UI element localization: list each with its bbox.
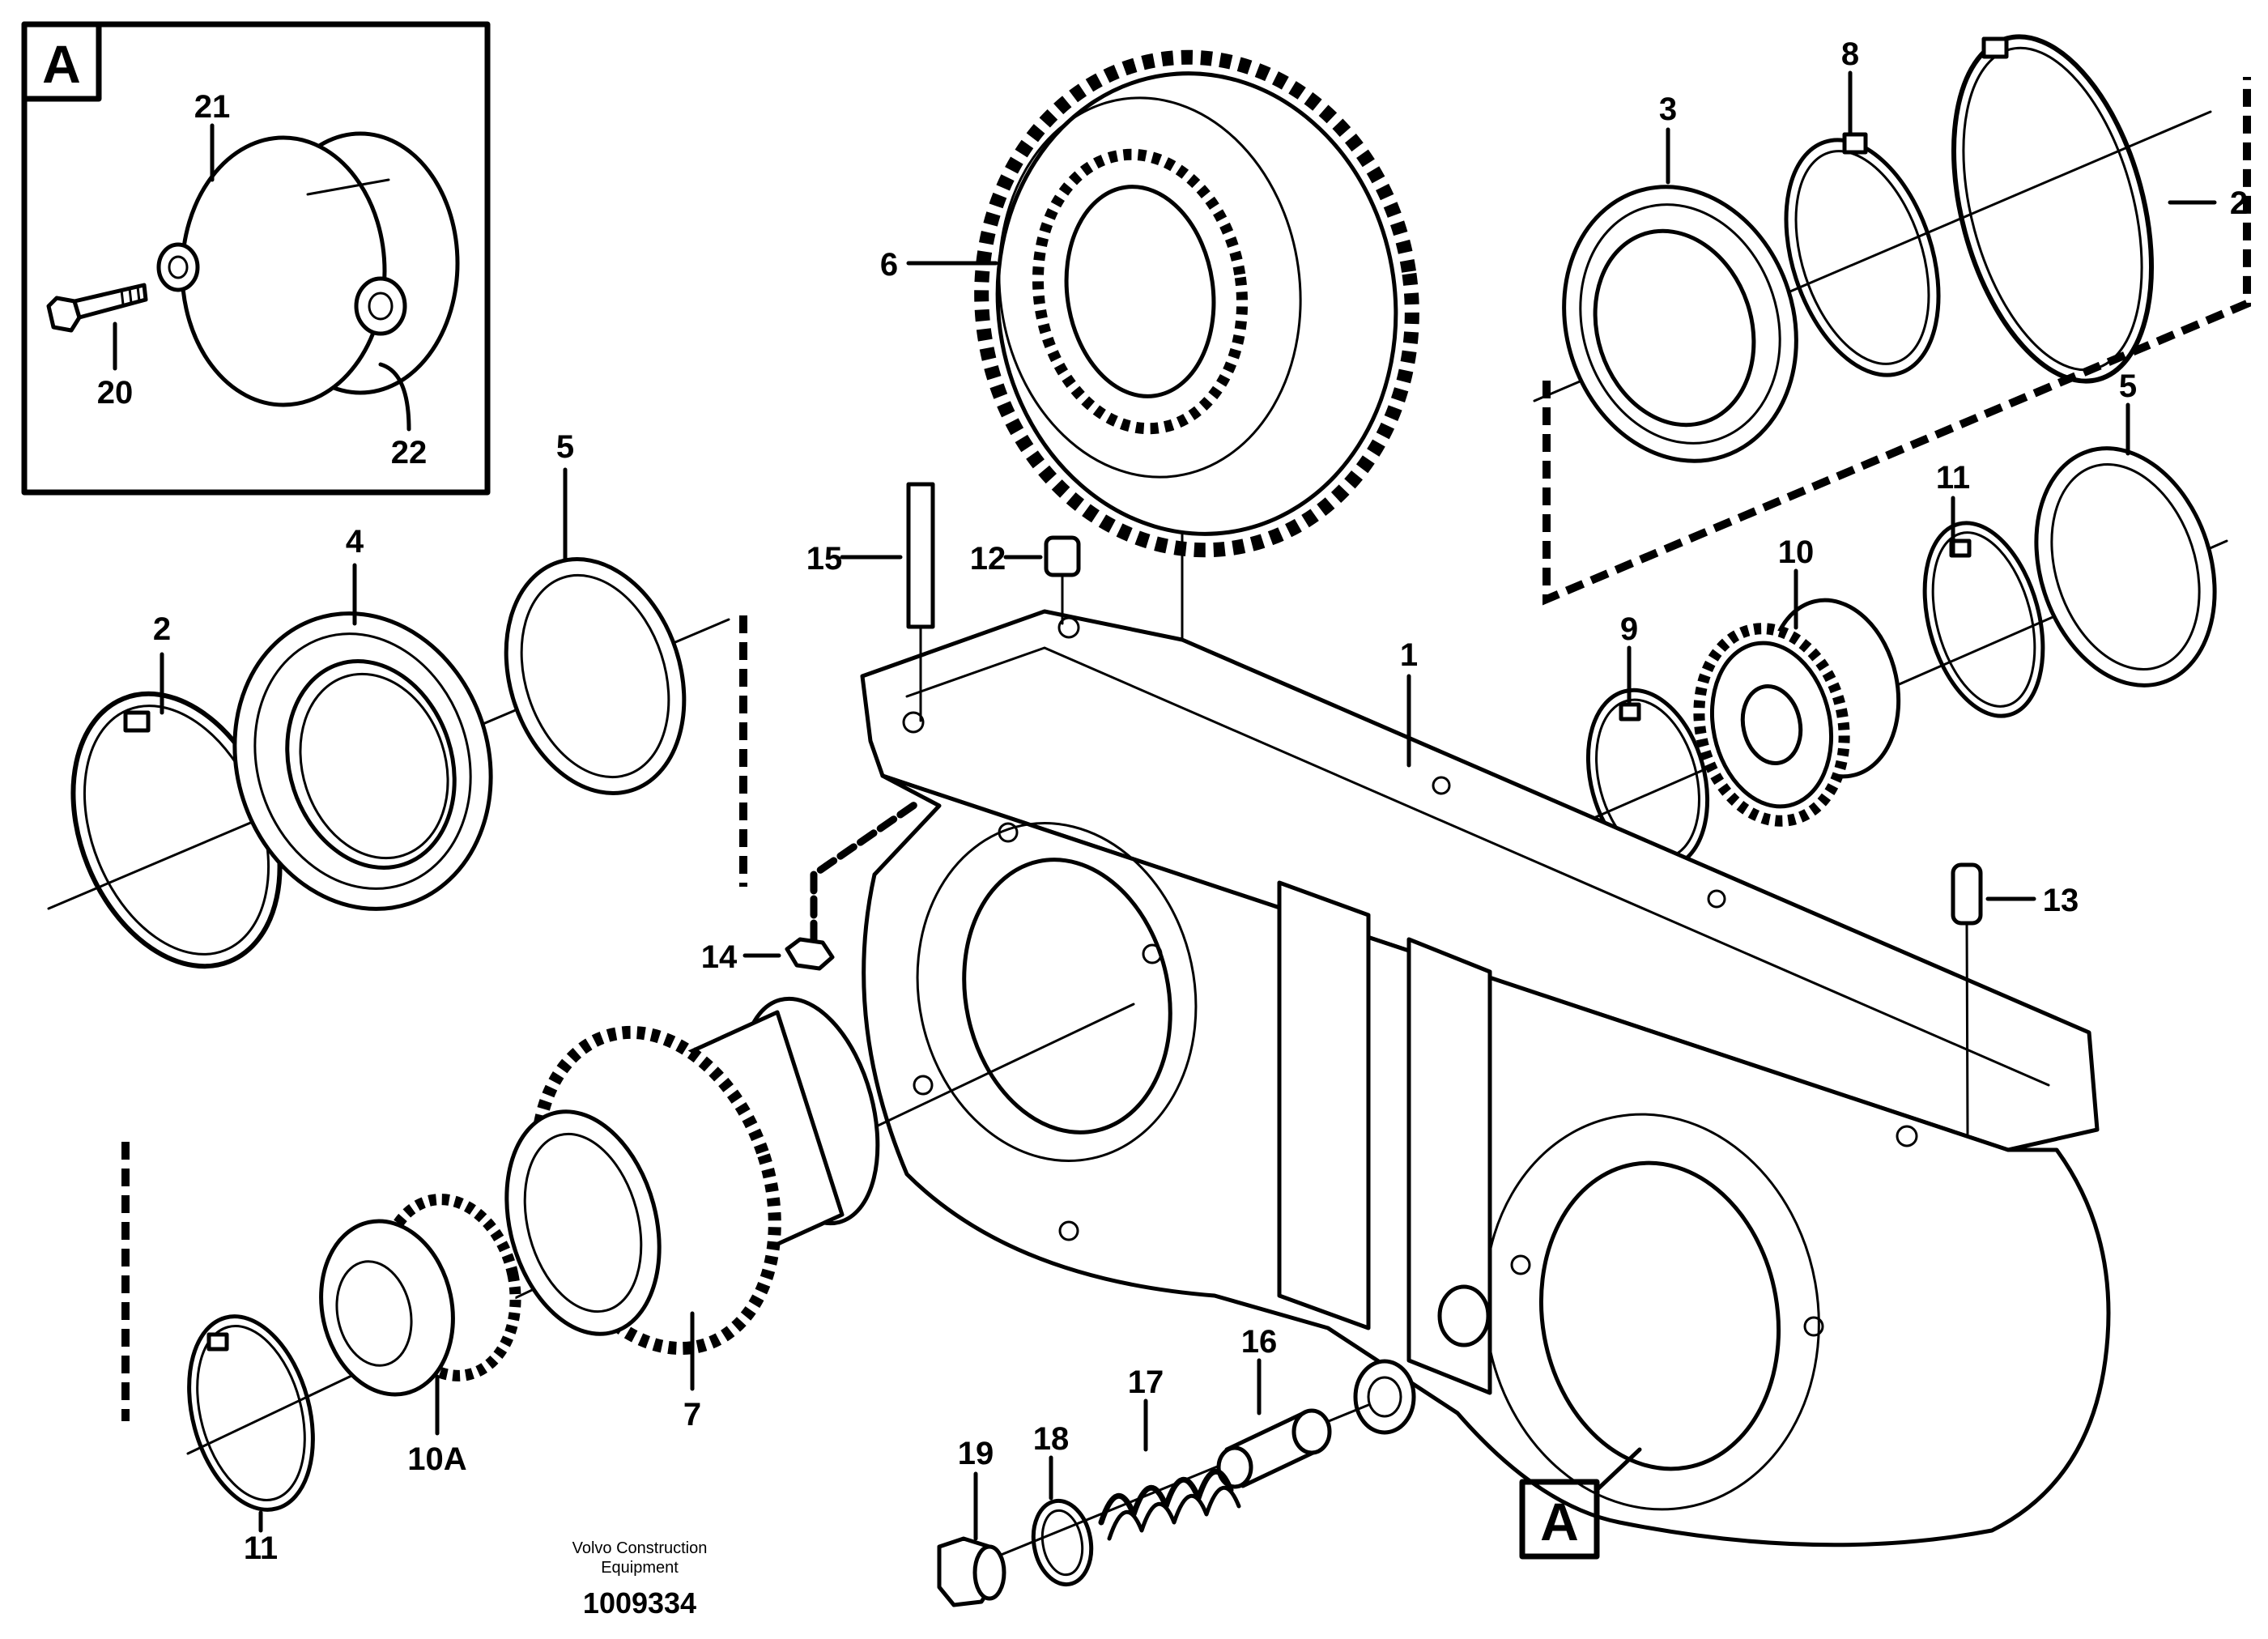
part-13-pin: 13 xyxy=(1951,862,2079,1135)
callout-16: 16 xyxy=(1241,1324,1278,1360)
part-7-sleeve-gear xyxy=(504,996,880,1356)
part-8-snap-ring xyxy=(1784,132,1941,377)
detail-a-tag-box xyxy=(1519,1479,1600,1560)
credit-line-1: Volvo Construction xyxy=(572,1539,708,1557)
part-11-snap-ring-left xyxy=(187,1314,315,1512)
part-4-roller-bearing xyxy=(232,611,493,911)
callout-5-left: 5 xyxy=(556,429,574,465)
part-12-plug: 12 xyxy=(970,535,1081,625)
housing-side-port xyxy=(1353,1359,1416,1435)
callout-8: 8 xyxy=(1841,36,1859,72)
callout-15: 15 xyxy=(806,541,843,577)
callout-3: 3 xyxy=(1659,92,1677,127)
callout-10: 10 xyxy=(1778,534,1815,570)
part-21-cover xyxy=(156,135,407,407)
document-number: 1009334 xyxy=(583,1586,696,1620)
part-9-snap-ring xyxy=(1585,688,1710,871)
callout-2-left: 2 xyxy=(153,611,171,647)
part-3-roller-bearing xyxy=(1562,185,1798,463)
part-10-gear-hub xyxy=(1693,598,1901,827)
housing-right-bore xyxy=(1538,1160,1781,1471)
part-20-bolt xyxy=(46,283,148,333)
callout-9: 9 xyxy=(1620,611,1638,647)
right-upper-dashed-bracket xyxy=(1542,77,2251,606)
part-16-piston xyxy=(1216,1408,1332,1489)
housing-left-bore xyxy=(962,858,1172,1135)
callout-6: 6 xyxy=(880,247,898,283)
left-upper-group: 2 4 5 xyxy=(47,429,747,969)
right-middle-group: 9 10 11 5 xyxy=(1537,368,2228,871)
callout-11-right: 11 xyxy=(1936,460,1970,496)
part-14-nut: 14 xyxy=(701,798,923,975)
inset-tag-letter: A xyxy=(42,34,81,94)
part-2-snap-ring-right xyxy=(1951,34,2155,384)
valve-group: 16 17 18 19 xyxy=(937,1324,1370,1607)
housing-top-flange xyxy=(860,609,2100,1152)
detail-a-tag-letter: A xyxy=(1540,1492,1579,1552)
callout-13: 13 xyxy=(2043,883,2079,918)
part-10A-gear-hub xyxy=(319,1194,521,1397)
callout-19: 19 xyxy=(958,1436,994,1471)
callout-5-right: 5 xyxy=(2119,368,2137,404)
callout-11-left: 11 xyxy=(244,1530,278,1566)
callout-7: 7 xyxy=(683,1397,701,1433)
part-18-seal-ring xyxy=(1031,1498,1094,1587)
callout-20: 20 xyxy=(97,375,134,411)
inset-tag-box xyxy=(21,21,102,102)
housing-left-bore-outer xyxy=(916,822,1198,1162)
part-5-ring-right xyxy=(2034,446,2217,688)
left-lower-group: 7 10A 11 xyxy=(121,996,1135,1566)
callout-1: 1 xyxy=(1400,637,1418,673)
callout-2-right: 2 xyxy=(2230,185,2248,221)
callout-21: 21 xyxy=(194,89,231,125)
part-5-ring-left xyxy=(504,557,687,795)
right-upper-group: 3 8 2 xyxy=(1533,34,2251,606)
part-1-housing: 1 xyxy=(860,609,2111,1547)
inset-detail-a: A 21 20 22 xyxy=(21,21,491,496)
callout-18: 18 xyxy=(1033,1421,1070,1457)
detail-a-reference: A xyxy=(1519,1447,1642,1560)
callout-10A: 10A xyxy=(407,1441,466,1477)
credit-line-2: Equipment xyxy=(601,1559,679,1577)
callout-22: 22 xyxy=(391,435,428,470)
callout-17: 17 xyxy=(1128,1364,1164,1400)
callout-12: 12 xyxy=(970,541,1006,577)
part-17-spring xyxy=(1098,1469,1241,1541)
part-6-large-gear: 6 xyxy=(880,49,1419,781)
callout-4: 4 xyxy=(346,524,364,560)
part-15-stud: 15 xyxy=(806,482,935,722)
part-11-snap-ring-right xyxy=(1922,521,2045,718)
part-19-plug xyxy=(937,1536,1006,1607)
footer: Volvo Construction Equipment 1009334 xyxy=(572,1539,708,1620)
callout-14: 14 xyxy=(701,939,738,975)
